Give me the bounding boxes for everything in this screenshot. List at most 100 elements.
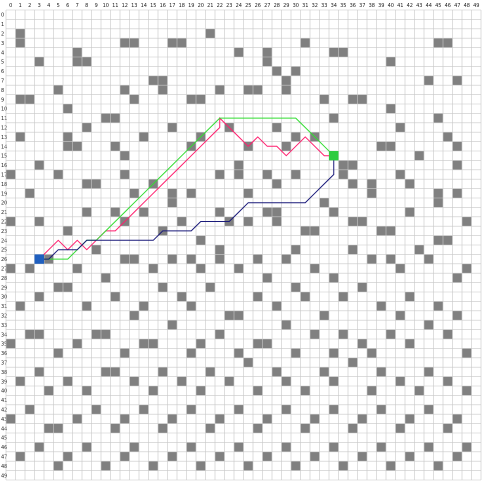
obstacle-cell [91, 404, 101, 415]
obstacle-cell [177, 292, 187, 302]
obstacle-cell [262, 57, 272, 67]
row-label: 12 [1, 126, 7, 132]
obstacle-cell [110, 113, 120, 123]
obstacle-cell [262, 339, 272, 349]
goal-marker [329, 151, 339, 161]
column-label: 46 [445, 3, 451, 9]
obstacle-cell [15, 376, 25, 386]
obstacle-cell [196, 263, 206, 274]
obstacle-cell [186, 404, 196, 415]
obstacle-cell [291, 66, 301, 76]
column-label: 45 [435, 3, 441, 9]
obstacle-cell [272, 207, 282, 217]
obstacle-cell [63, 451, 73, 462]
column-label: 30 [293, 3, 299, 9]
column-label: 6 [66, 3, 69, 9]
obstacle-cell [110, 423, 120, 433]
obstacle-cell [224, 376, 234, 386]
obstacle-cell [386, 254, 396, 264]
obstacle-cell [414, 245, 424, 255]
obstacle-cell [329, 442, 339, 452]
obstacle-cell [110, 207, 120, 217]
obstacle-cell [53, 85, 63, 95]
obstacle-cell [34, 442, 44, 452]
obstacle-cell [405, 179, 415, 189]
row-label: 15 [1, 154, 7, 160]
row-label: 39 [1, 379, 7, 385]
obstacle-cell [262, 451, 272, 462]
obstacle-cell [338, 160, 348, 170]
obstacle-cell [395, 310, 405, 321]
obstacle-cell [139, 132, 149, 142]
obstacle-cell [338, 329, 348, 339]
obstacle-cell [205, 28, 215, 39]
obstacle-cell [462, 442, 472, 452]
obstacle-cell [6, 216, 16, 227]
column-label: 12 [122, 3, 128, 9]
obstacle-cell [253, 339, 263, 349]
obstacle-cell [167, 122, 177, 133]
obstacle-cell [291, 245, 301, 255]
obstacle-cell [414, 386, 424, 396]
obstacle-cell [215, 85, 225, 95]
obstacle-cell [329, 113, 339, 123]
obstacle-cell [281, 254, 291, 264]
obstacle-cell [357, 216, 367, 227]
obstacle-cell [53, 423, 63, 433]
obstacle-cell [405, 414, 415, 424]
obstacle-cell [101, 461, 111, 471]
obstacle-cell [110, 292, 120, 302]
obstacle-cell [357, 339, 367, 349]
obstacle-cell [443, 235, 453, 245]
obstacle-cell [253, 85, 263, 95]
row-label: 36 [1, 351, 7, 357]
column-label: 40 [388, 3, 394, 9]
column-label: 2 [28, 3, 31, 9]
obstacle-cell [243, 357, 253, 368]
obstacle-cell [272, 216, 282, 227]
obstacle-cell [281, 141, 291, 151]
column-label: 14 [141, 3, 147, 9]
obstacle-cell [424, 320, 434, 330]
row-label: 11 [1, 116, 7, 122]
column-label: 21 [207, 3, 213, 9]
obstacle-cell [310, 414, 320, 424]
obstacle-cell [25, 404, 35, 415]
obstacle-cell [348, 245, 358, 255]
obstacle-cell [376, 404, 386, 415]
row-label: 28 [1, 276, 7, 282]
obstacle-cell [129, 188, 139, 198]
obstacle-cell [300, 38, 310, 48]
obstacle-cell [120, 151, 130, 161]
obstacle-cell [395, 423, 405, 433]
obstacle-cell [25, 263, 35, 274]
row-label: 16 [1, 163, 7, 169]
obstacle-cell [129, 254, 139, 264]
obstacle-cell [386, 329, 396, 339]
column-label: 15 [150, 3, 156, 9]
row-labels: 0123456789101112131415161718192021222324… [1, 13, 7, 480]
obstacle-cell [405, 339, 415, 349]
obstacle-cell [281, 75, 291, 86]
obstacle-cell [196, 386, 206, 396]
obstacle-cell [25, 94, 35, 104]
column-label: 35 [340, 3, 346, 9]
obstacle-cell [110, 141, 120, 151]
row-label: 27 [1, 267, 7, 273]
obstacle-cell [272, 301, 282, 311]
row-label: 6 [1, 69, 4, 75]
obstacle-cell [63, 141, 73, 151]
column-label: 36 [350, 3, 356, 9]
column-label: 41 [397, 3, 403, 9]
obstacle-cell [329, 404, 339, 415]
obstacle-cell [395, 169, 405, 180]
obstacle-cell [433, 461, 443, 471]
obstacle-cell [82, 179, 92, 189]
obstacle-cell [6, 263, 16, 274]
obstacle-cell [376, 367, 386, 377]
obstacle-cell [395, 376, 405, 386]
obstacle-cell [101, 329, 111, 339]
obstacle-cell [243, 85, 253, 95]
obstacle-cell [272, 367, 282, 377]
